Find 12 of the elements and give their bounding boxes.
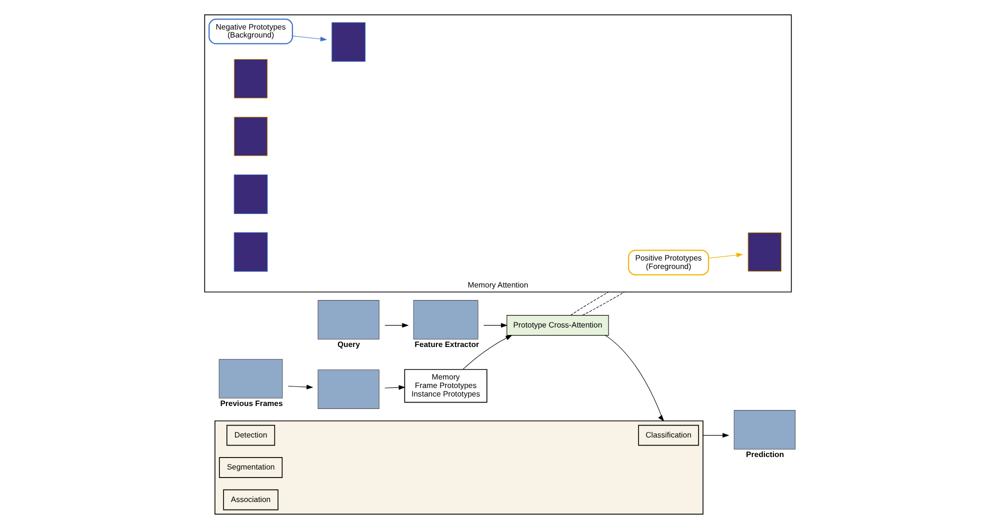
arrow — [292, 36, 327, 42]
arrow — [462, 335, 512, 370]
arrow — [702, 433, 729, 438]
cluster — [214, 420, 703, 515]
connector — [582, 292, 624, 316]
connector — [570, 292, 608, 316]
arrow — [708, 252, 743, 258]
arrow — [287, 384, 313, 390]
arrow — [604, 335, 664, 422]
arrow — [384, 385, 405, 390]
arrow — [384, 323, 408, 328]
arrow — [482, 323, 508, 328]
